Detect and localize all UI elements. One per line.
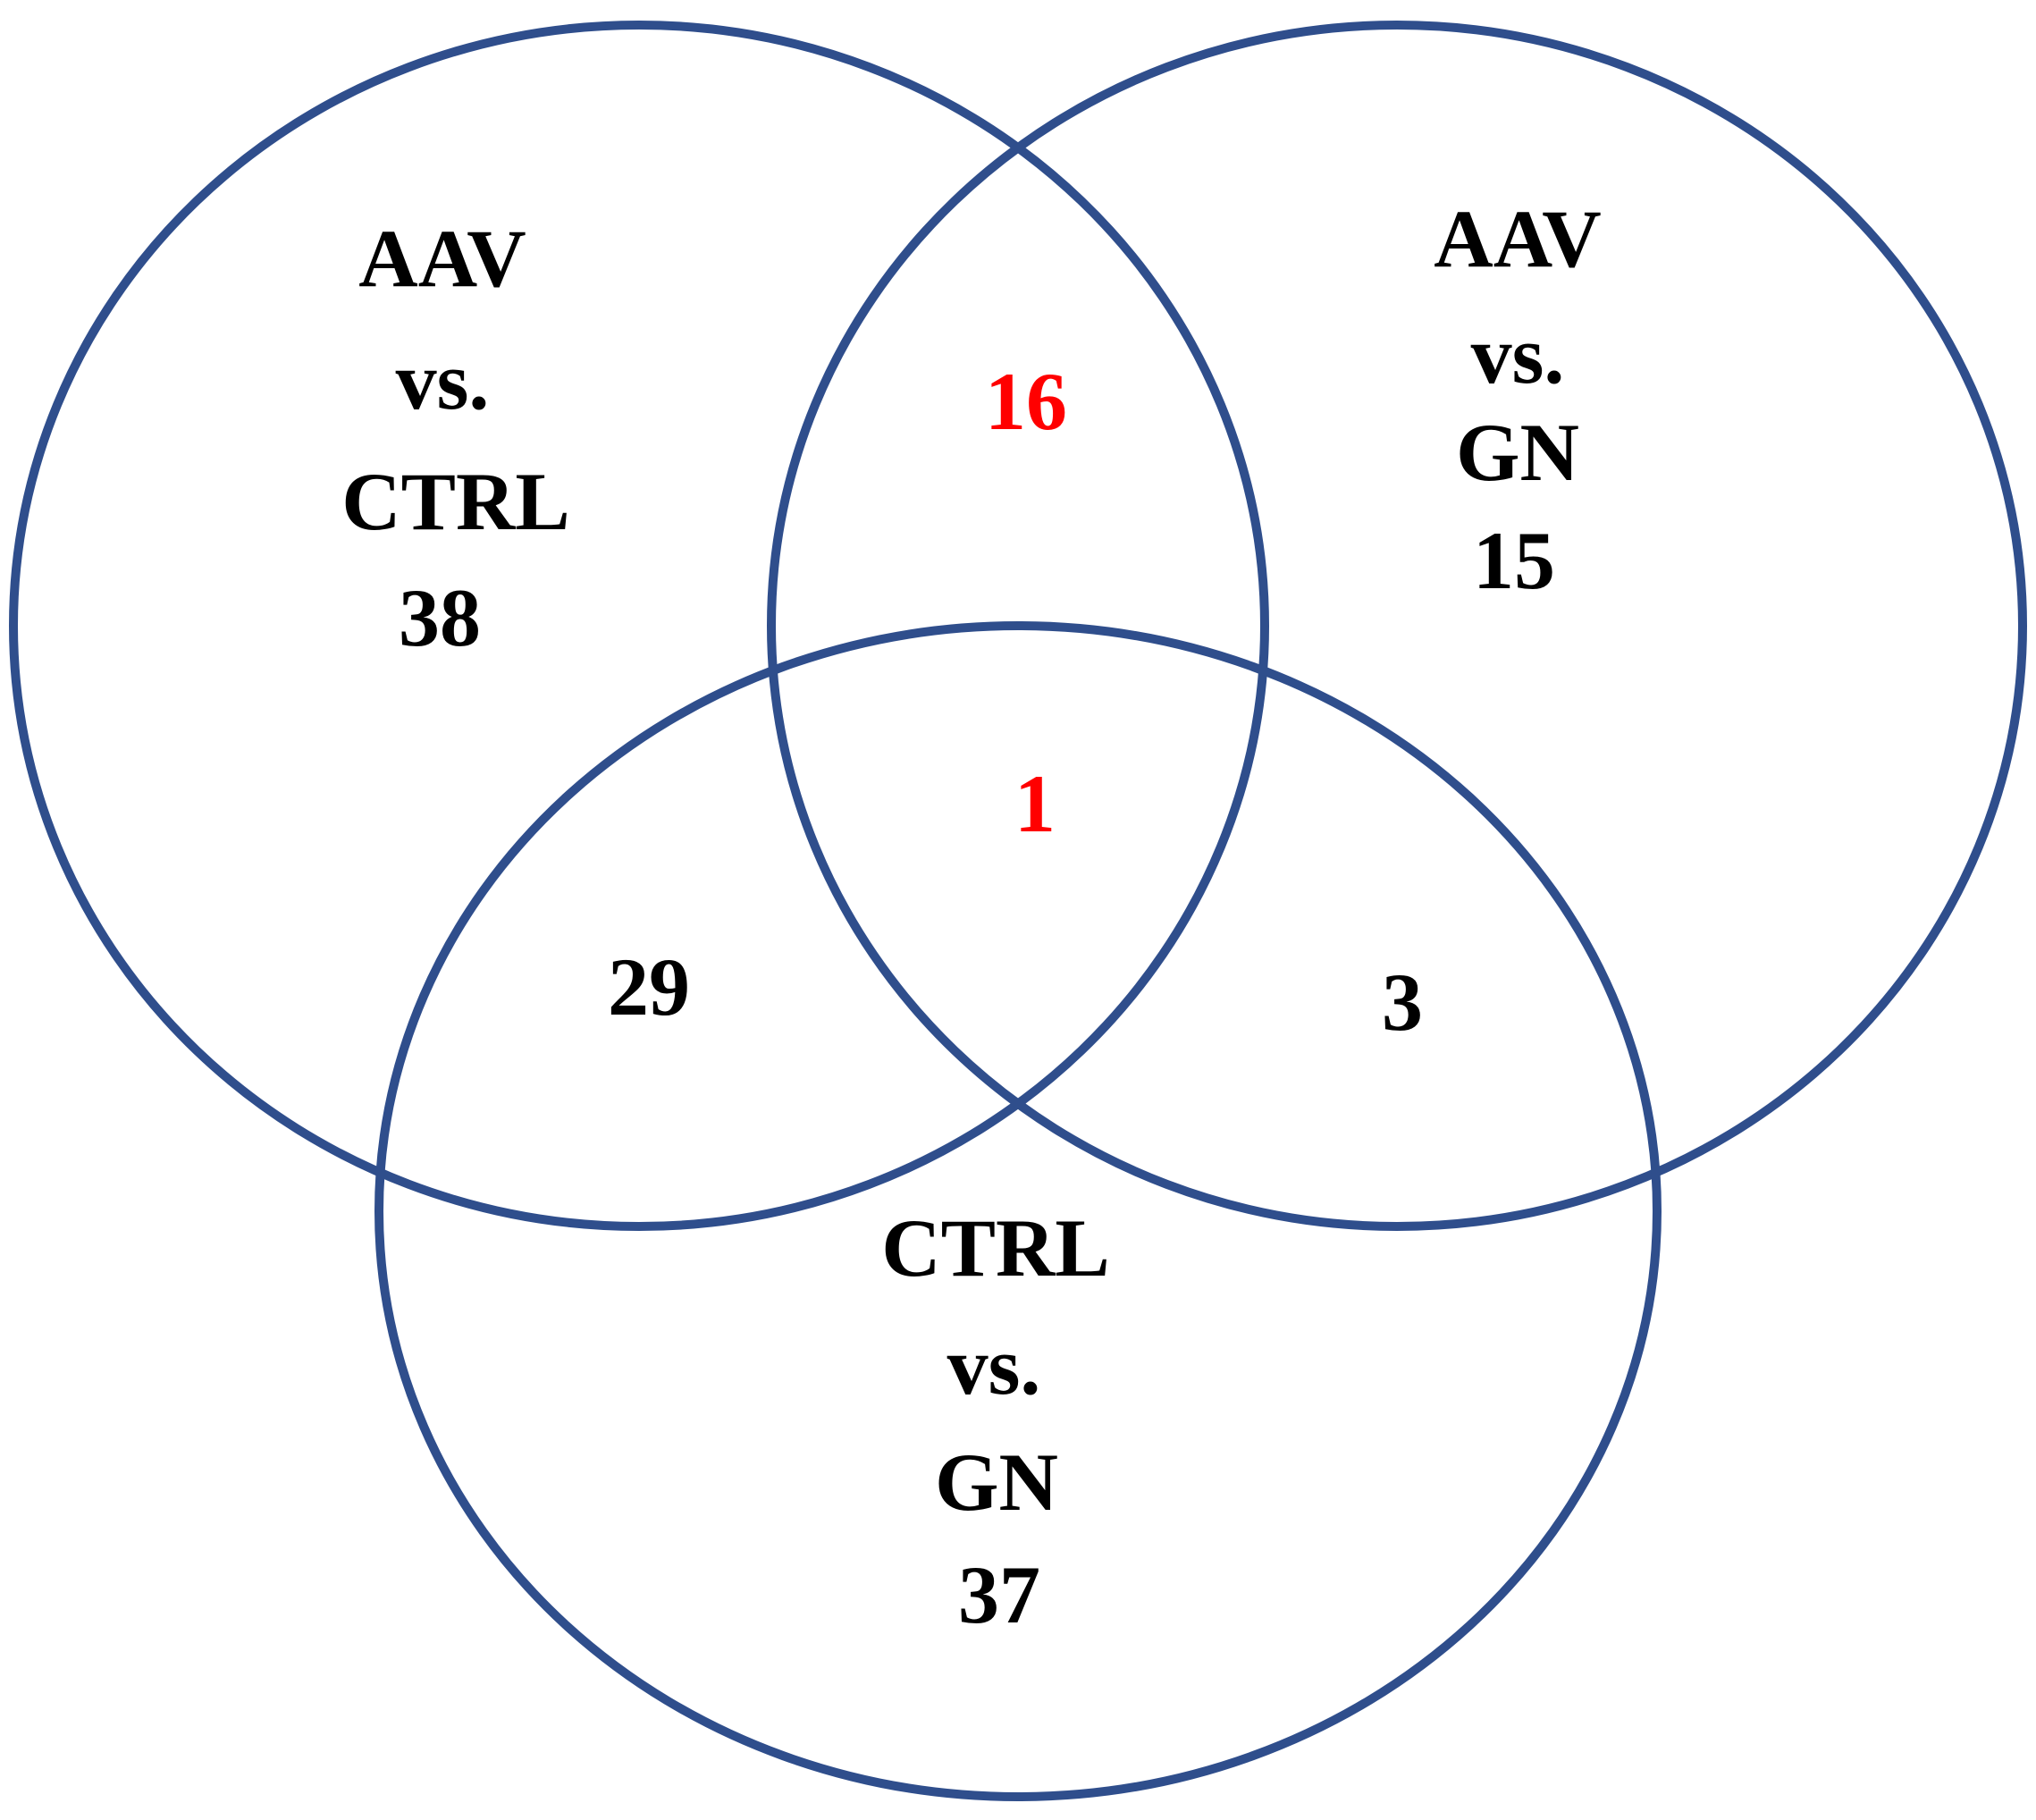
label-ctrl-vs-gn-line-1: CTRL <box>881 1202 1110 1293</box>
circle-ctrl-vs-gn <box>374 621 1662 1801</box>
overlap-count-all-three: 1 <box>1014 758 1056 849</box>
label-ctrl-vs-gn-line-3: GN <box>935 1437 1058 1528</box>
label-aav-vs-ctrl-line-2: vs. <box>396 335 490 426</box>
count-ctrl-vs-gn-unique: 37 <box>958 1549 1040 1640</box>
overlap-count-aavgn-ctrlgn: 3 <box>1382 956 1423 1048</box>
count-aav-vs-gn-unique: 15 <box>1473 515 1555 606</box>
label-aav-vs-gn-line-1: AAV <box>1434 193 1601 284</box>
count-aav-vs-ctrl-unique: 38 <box>399 572 481 663</box>
label-aav-vs-ctrl-line-3: CTRL <box>341 456 570 547</box>
label-aav-vs-gn-line-3: GN <box>1456 407 1579 498</box>
label-aav-vs-ctrl-line-1: AAV <box>358 213 526 304</box>
label-ctrl-vs-gn-line-2: vs. <box>947 1320 1041 1411</box>
overlap-count-aavctrl-aavgn: 16 <box>985 356 1067 447</box>
circle-aav-vs-ctrl <box>9 21 1269 1231</box>
circle-aav-vs-gn <box>767 21 2027 1231</box>
label-aav-vs-gn-line-2: vs. <box>1471 309 1565 400</box>
overlap-count-aavctrl-ctrlgn: 29 <box>608 941 690 1032</box>
